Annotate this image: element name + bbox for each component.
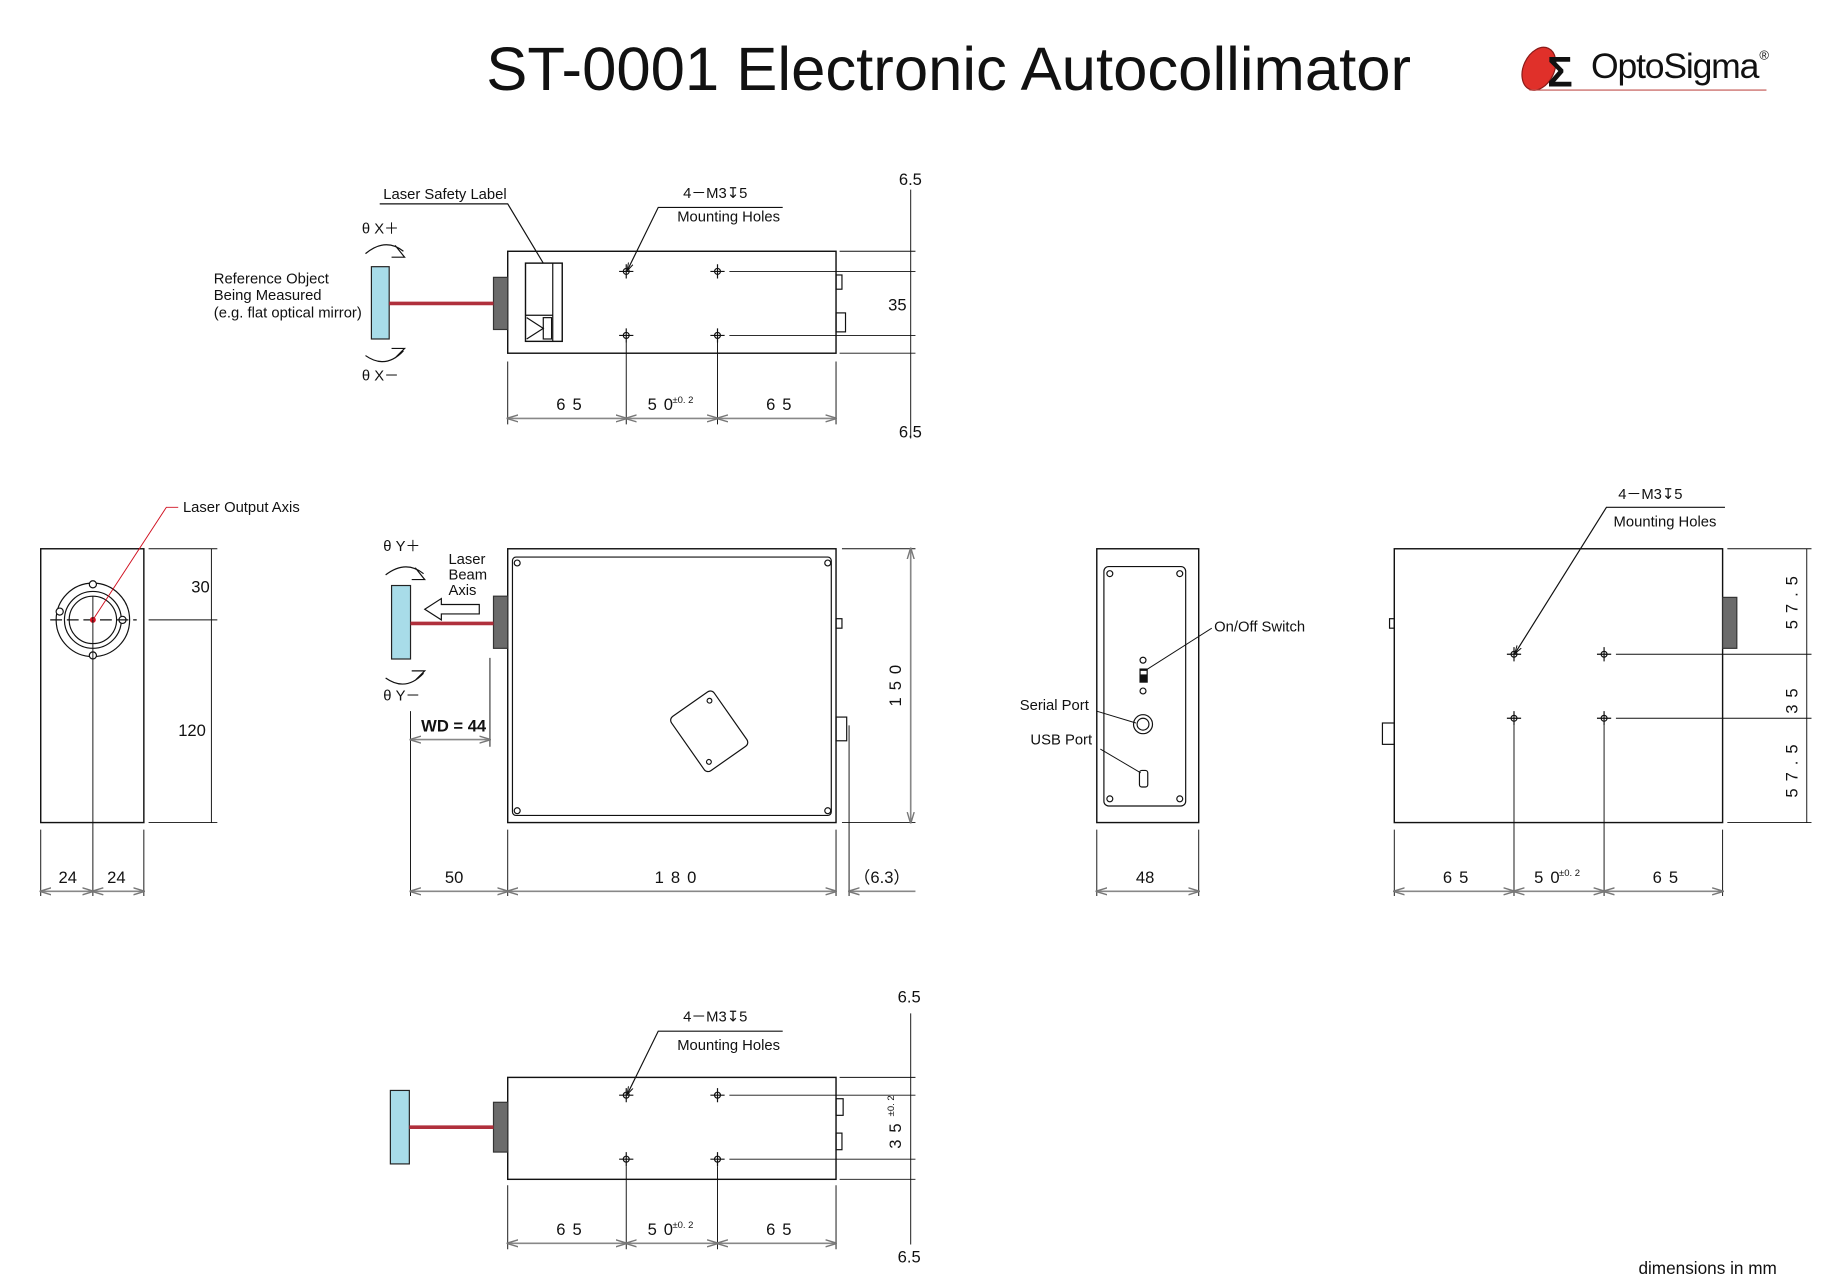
beam-label: Beam [448,568,487,584]
theta-x-minus: θ X－ [362,368,399,384]
holes-label: Mounting Holes [677,210,780,226]
rear-view: On/Off Switch Serial Port USB Port 48 [1020,548,1305,897]
usb-port[interactable] [1138,769,1149,788]
dim-bottom: 120 [178,721,206,740]
holes-label: Mounting Holes [1614,514,1717,530]
beam-direction-arrow-icon [423,597,480,621]
dim-width: 48 [1136,868,1154,887]
dim-connector: （6.3） [854,868,910,887]
dim-center: 5 0 [648,395,675,414]
dim-top: 5 7 . 5 [1782,575,1801,629]
serial-port[interactable] [1132,714,1154,735]
dim-right: 6 5 [766,395,793,414]
dim-height-tolerance: ±0. 2 [886,1095,897,1116]
bottom-view: 4－M3↧5 Mounting Holes 5 7 . 5 3 5 5 7 . … [1381,487,1812,897]
rotation-arrow-icon [365,244,406,258]
dim-left: 6 5 [1443,868,1470,887]
dim-height: 1 5 0 [886,664,905,707]
safety-label-callout: Laser Safety Label [383,187,506,203]
theta-y-plus: θ Y＋ [383,539,420,555]
dim-left: 6 5 [556,1220,583,1239]
reference-mirror [389,1089,410,1165]
laser-output-axis-label: Laser Output Axis [183,500,300,516]
dim-center-tolerance: ±0. 2 [1559,868,1580,879]
dim-middle: 3 5 [1782,687,1801,714]
holes-spec: 4－M3↧5 [683,1010,747,1026]
side-view: θ Y＋ θ Y－ Laser Beam Axis WD = 44 50 1 8… [383,539,916,897]
dim-left: 24 [59,868,77,887]
ref-object-label: Reference Object [214,271,329,287]
top-view: Laser Safety Label 4－M3↧5 Mounting Holes… [214,170,922,441]
svg-text:OptoSigma: OptoSigma [1591,46,1760,86]
dim-center: 5 0 [1534,868,1561,887]
page-title: ST-0001 Electronic Autocollimator [486,35,1411,104]
dim-offset: 50 [445,868,463,887]
dim-right: 6 5 [766,1220,793,1239]
laser-head [492,276,509,331]
dim-center: 5 0 [648,1220,675,1239]
holes-label: Mounting Holes [677,1038,780,1054]
power-switch[interactable] [1139,656,1148,695]
dim-top: 6.5 [899,170,922,189]
dim-height: 35 [888,296,906,315]
dim-right: 6 5 [1653,868,1680,887]
theta-y-minus: θ Y－ [383,688,420,704]
dim-center-tolerance: ±0. 2 [672,395,693,406]
dim-bottom: 5 7 . 5 [1782,743,1801,797]
reference-mirror [370,266,390,340]
dim-center-tolerance: ±0. 2 [672,1220,693,1231]
beam-label: Axis [448,583,476,599]
svg-text:Σ: Σ [1547,49,1573,97]
dim-left: 6 5 [556,395,583,414]
mounting-holes [619,1088,725,1167]
ref-object-label: Being Measured [214,288,322,304]
serial-port-label: Serial Port [1020,698,1089,714]
rotation-arrow-icon [365,347,407,363]
label-plate [670,690,749,773]
working-distance: WD = 44 [421,716,487,735]
laser-head [492,595,509,649]
holes-spec: 4－M3↧5 [1618,487,1682,503]
front-view: Laser Output Axis 30 120 24 24 [41,500,300,897]
top-view-2: 4－M3↧5 Mounting Holes 6.5 3 5 ±0. 2 6.5 … [389,988,921,1266]
theta-x-plus: θ X＋ [362,221,399,237]
rotation-arrow-icon [385,566,426,581]
dim-top: 6.5 [898,988,921,1007]
svg-text:®: ® [1759,47,1769,62]
ref-object-label: (e.g. flat optical mirror) [214,306,362,322]
units-note: dimensions in mm [1638,1258,1776,1278]
dim-height: 3 5 [886,1122,905,1149]
reference-mirror [390,584,412,660]
holes-spec: 4－M3↧5 [683,186,747,202]
optosigma-logo: Σ OptoSigma ® [1521,46,1769,97]
laser-head [492,1101,509,1153]
on-off-switch-label: On/Off Switch [1214,620,1305,636]
rotation-arrow-icon [385,670,427,685]
usb-port-label: USB Port [1030,732,1092,748]
dim-right: 24 [107,868,125,887]
dim-top: 30 [191,578,209,597]
safety-label-plate [524,262,563,343]
dim-length: 1 8 0 [655,868,698,887]
dim-bottom: 6.5 [898,1247,921,1266]
dim-bottom: 6.5 [899,422,922,441]
beam-label: Laser [448,552,485,568]
